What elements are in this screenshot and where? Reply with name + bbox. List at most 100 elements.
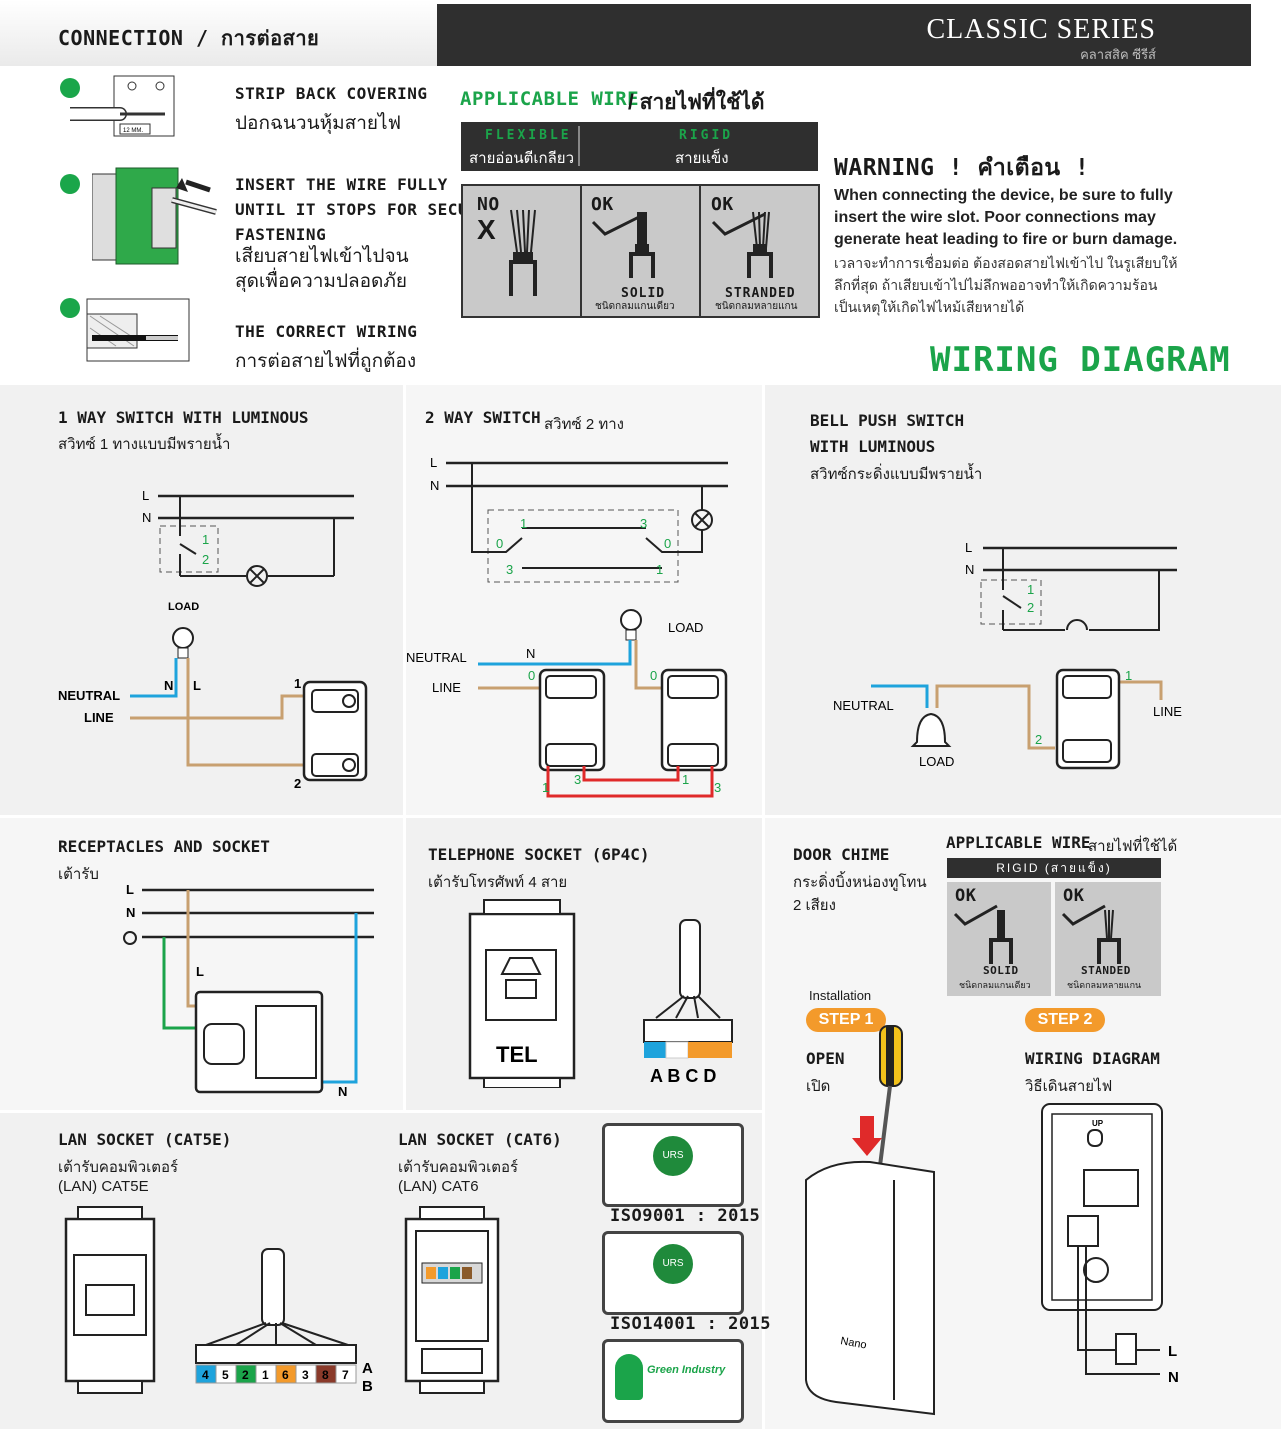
lan-pin-label: 4: [202, 1368, 209, 1382]
terminal-1: 1: [542, 780, 549, 795]
step2-en: INSERT THE WIRE FULLY UNTIL IT STOPS FOR…: [235, 172, 488, 247]
door-applicable-title: APPLICABLE WIRE: [946, 833, 1091, 852]
step2-badge: STEP 2: [1025, 1008, 1105, 1032]
flexible-th: สายอ่อนตีเกลียว: [469, 150, 574, 167]
step1-badge: STEP 1: [806, 1008, 886, 1032]
wire-l-label: L: [193, 678, 201, 693]
lan6-th2: (LAN) CAT6: [398, 1178, 479, 1195]
x-mark: X: [477, 214, 496, 245]
step-dot: [60, 174, 80, 194]
load-label: LOAD: [668, 620, 703, 635]
urs-logo: URS: [653, 1136, 693, 1176]
strip-wire-illustration: 12 MM.: [70, 75, 175, 137]
one-way-th: สวิทซ์ 1 ทางแบบมีพรายน้ำ: [58, 436, 231, 453]
bell-title: BELL PUSH SWITCH WITH LUMINOUS: [810, 408, 964, 460]
lan-pin-label: 8: [322, 1368, 329, 1382]
divider: [580, 186, 582, 316]
terminal-2: 2: [202, 552, 209, 567]
warning-en-line1: When connecting the device, be sure to f…: [834, 187, 1173, 204]
divider: [578, 126, 580, 166]
bell-title-line2: WITH LUMINOUS: [810, 437, 936, 456]
terminal-1: 1: [656, 562, 663, 577]
panel-telephone: [406, 818, 762, 1110]
ok-label: OK: [1063, 886, 1085, 906]
line-label: LINE: [1153, 704, 1182, 719]
rigid-label: RIGID: [679, 128, 734, 143]
lan5-th1: เต้ารับคอมพิวเตอร์: [58, 1159, 179, 1176]
door-wd-label: WIRING DIAGRAM: [1025, 1049, 1160, 1068]
green-industry-logo: [615, 1354, 643, 1400]
lan5-socket: [64, 1206, 156, 1394]
switch-terminal-1: 1: [294, 676, 301, 691]
iso9001-label: ISO9001 : 2015: [610, 1206, 761, 1226]
one-way-title: 1 WAY SWITCH WITH LUMINOUS: [58, 408, 309, 427]
wire-n-label: N: [338, 1084, 347, 1099]
two-way-title: 2 WAY SWITCH: [425, 408, 541, 427]
terminal-1: 1: [202, 532, 209, 547]
warning-th-line3: เป็นเหตุให้เกิดไฟไหม้เสียหายได้: [834, 299, 1025, 315]
terminal-1: 1: [520, 516, 527, 531]
urs-badge-9001: URS: [602, 1123, 744, 1207]
terminal-1: 1: [682, 772, 689, 787]
urs-logo: URS: [653, 1244, 693, 1284]
door-chime-title: DOOR CHIME: [793, 845, 890, 864]
load-label: LOAD: [168, 601, 199, 613]
warning-en-line2: insert the wire slot. Poor connections m…: [834, 209, 1156, 226]
label-l: L: [1168, 1343, 1177, 1360]
chime-brand: Nano: [839, 1335, 867, 1351]
wire-type-table: NO X OK SOLID ชนิดกลมแกนเดียว OK STRANDE…: [461, 184, 820, 318]
series-title: CLASSIC SERIES: [926, 14, 1156, 45]
lan-pin-color: [335, 1364, 357, 1384]
label-l: L: [965, 540, 972, 555]
terminal-3: 3: [640, 516, 647, 531]
correct-wiring-illustration: [86, 298, 190, 362]
step3-th: การต่อสายไฟที่ถูกต้อง: [235, 351, 417, 372]
solid-wire-icon: [629, 212, 655, 278]
step-dot: [60, 298, 80, 318]
step3-en: THE CORRECT WIRING: [235, 322, 418, 341]
step2-th-line1: เสียบสายไฟเข้าไปจน: [235, 246, 409, 267]
label-l: L: [142, 488, 149, 503]
lan5-title: LAN SOCKET (CAT5E): [58, 1130, 232, 1149]
insert-wire-illustration: [92, 167, 217, 265]
label-n: N: [965, 562, 974, 577]
door-chime-th1: กระดิ่งบิ้งหน่องทูโทน: [793, 874, 927, 891]
applicable-wire-title-th: / สายไฟที่ใช้ได้: [628, 91, 765, 114]
telephone-th: เต้ารับโทรศัพท์ 4 สาย: [428, 874, 568, 891]
line-label: LINE: [84, 710, 114, 725]
label-n: N: [142, 510, 151, 525]
receptacle-diagram: L N L N: [123, 882, 374, 1099]
lan-pin-label: 6: [282, 1368, 289, 1382]
iso14001-label: ISO14001 : 2015: [610, 1314, 772, 1334]
bell-diagram: L N 1 2 NEUTRAL LINE LOAD 2 1: [833, 540, 1182, 770]
lan6-th1: เต้ารับคอมพิวเตอร์: [398, 1159, 519, 1176]
open-th: เปิด: [806, 1078, 831, 1095]
ok-label: OK: [711, 194, 734, 215]
solid-wire-icon: [953, 904, 1013, 964]
solid-th: ชนิดกลมแกนเดียว: [595, 301, 675, 312]
step2-th: เสียบสายไฟเข้าไปจน สุดเพื่อความปลอดภัย: [235, 244, 409, 294]
lan6-socket: [404, 1206, 500, 1394]
neutral-label: NEUTRAL: [406, 650, 467, 665]
switch-terminal-2: 2: [294, 776, 301, 791]
check-icon: [591, 212, 646, 236]
series-subtitle: คลาสสิค ซีรีส์: [1080, 47, 1156, 62]
terminal-1: 1: [1125, 668, 1132, 683]
label-n: N: [430, 478, 439, 493]
lan-pin-label: 2: [242, 1368, 249, 1382]
lan-pin-label: 3: [302, 1368, 309, 1382]
green-industry-badge: Green Industry: [602, 1339, 744, 1423]
step1-en: STRIP BACK COVERING: [235, 84, 428, 103]
label-l: L: [430, 455, 437, 470]
standed-label: STANDED: [1081, 964, 1131, 977]
door-chime-open-illustration: Nano: [805, 1025, 935, 1416]
one-way-diagram: L N 1 2 LOAD NEUTRAL LINE N L 1 2: [58, 488, 368, 791]
load-label: LOAD: [919, 754, 954, 769]
step1-th: ปอกฉนวนหุ้มสายไฟ: [235, 113, 402, 134]
ok-label: OK: [591, 194, 614, 215]
terminal-0: 0: [650, 668, 657, 683]
abcd-label: A B C D: [650, 1066, 716, 1086]
no-label: NO: [477, 194, 500, 215]
warning-th-line1: เวลาจะทำการเชื่อมต่อ ต้องสอดสายไฟเข้าไป …: [834, 255, 1178, 271]
